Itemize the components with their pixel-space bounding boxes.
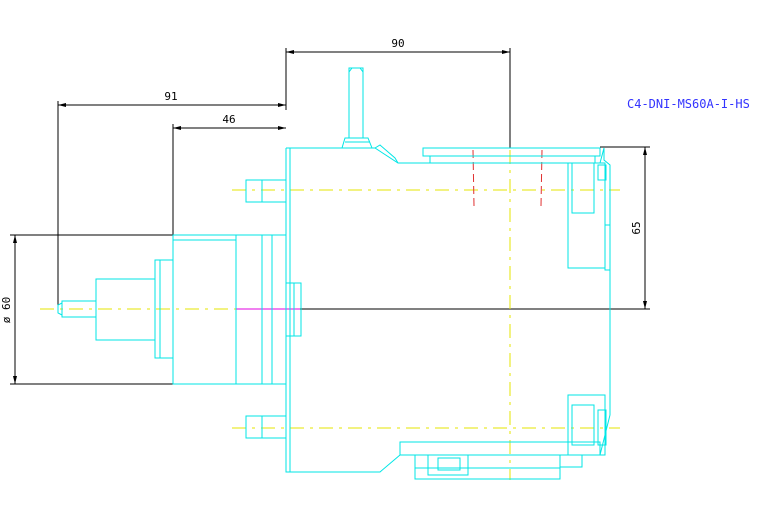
dim-diameter-60-label: ø 60 <box>0 297 13 324</box>
dim-91-label: 91 <box>164 90 177 103</box>
dim-90-label: 90 <box>391 37 404 50</box>
part-outline <box>57 67 611 480</box>
dim-46-label: 46 <box>222 113 235 126</box>
hidden-lines <box>472 149 543 207</box>
dimension-lines <box>10 48 650 385</box>
dim-65-label: 65 <box>630 221 643 234</box>
centerlines <box>40 150 620 480</box>
part-number-label: C4-DNI-MS60A-I-HS <box>627 97 750 111</box>
